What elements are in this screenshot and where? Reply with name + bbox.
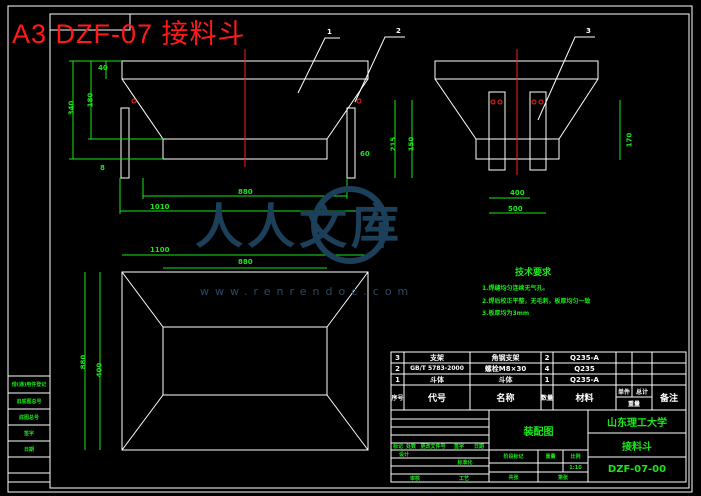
bom-name: 角钢支架: [491, 353, 520, 362]
school-name: 山东理工大学: [607, 418, 667, 429]
bom-header-material: 材料: [575, 394, 594, 404]
drawing-type: 装配图: [523, 426, 554, 438]
bom-qty: 4: [544, 364, 550, 373]
label-design: 设计: [398, 451, 409, 458]
title-block-grid: [390, 351, 687, 483]
part-name: 接料斗: [622, 441, 652, 453]
label-scale: 比例: [570, 454, 581, 460]
bom-qty: 2: [544, 353, 550, 362]
dim-depth: 880: [79, 354, 88, 370]
label-weight: 重量: [545, 454, 556, 460]
label-process: 工艺: [458, 475, 469, 482]
bom-code: 斗体: [430, 375, 444, 384]
watermark-logo: 人人文库: [195, 199, 404, 255]
dim-upper-height: 180: [86, 92, 95, 108]
bom-name: 螺栓M8×30: [484, 364, 527, 373]
dim-small: 150: [407, 136, 416, 152]
bom-code: GB/T 5783-2000: [410, 365, 464, 372]
label-standard: 标准化: [457, 459, 473, 466]
bom-code: 支架: [430, 353, 444, 362]
bom-no: 3: [395, 353, 400, 362]
bom-header-total: 总计: [635, 388, 648, 396]
tech-item-1: 1.焊缝均匀连续无气孔。: [482, 285, 549, 292]
bom-header-weight: 重量: [627, 401, 640, 408]
label-stage: 阶段标记: [503, 454, 524, 460]
dim-top-width: 1100: [150, 246, 170, 254]
dim-leg-offset: 60: [360, 150, 370, 158]
dim-bottom-width: 880: [238, 188, 253, 196]
label-review: 审核: [409, 475, 420, 482]
bom-material: Q235: [574, 364, 595, 373]
dim-top-inner: 880: [238, 258, 253, 266]
strip-borrowed: 借(通)用件登记: [11, 382, 47, 388]
bom-material: Q235-A: [570, 353, 599, 362]
drawing-number: DZF-07-00: [607, 464, 667, 475]
dimension-lines: [69, 60, 621, 450]
side-strip-grid: [7, 375, 51, 483]
tech-item-3: 3.板厚均为3mm: [482, 310, 530, 317]
drawing-title: A3 DZF-07 接料斗: [12, 19, 246, 49]
watermark-url: www.renrendoc.com: [200, 285, 415, 298]
dim-overall-height: 340: [67, 100, 76, 116]
bom-header-remark: 备注: [659, 394, 678, 404]
strip-drawing-no: 底图总号: [18, 414, 39, 421]
strip-old-drawing: 旧底图总号: [16, 398, 42, 405]
bom-header-name: 名称: [496, 394, 515, 404]
strip-date: 日期: [23, 446, 34, 453]
dim-top-thickness: 40: [98, 64, 108, 72]
scale-value: 1:10: [569, 464, 582, 471]
tech-item-2: 2.焊后校正平整，无毛刺，板厚均匀一致: [482, 298, 591, 305]
dim-side-width: 400: [510, 189, 525, 197]
label-count: 处数: [405, 444, 416, 450]
dim-inner-depth: 400: [95, 362, 104, 378]
bom-no: 2: [395, 364, 400, 373]
label-change-doc: 更改文件号: [420, 444, 446, 450]
bom-header-single: 单件: [617, 388, 630, 396]
label-sheets-total: 共张: [508, 474, 519, 481]
bom-material: Q235-A: [570, 375, 599, 384]
dim-overall-width: 1010: [150, 203, 170, 211]
label-sign: 签字: [453, 444, 464, 450]
label-date: 日期: [473, 444, 484, 450]
bom-qty: 1: [544, 375, 550, 384]
center-lines: [131, 49, 544, 175]
watermark-circle: [311, 186, 389, 264]
top-view: [121, 271, 369, 451]
bom-no: 1: [395, 375, 400, 384]
inner-border: [49, 13, 690, 489]
label-sheet-no: 第张: [557, 474, 568, 481]
label-mark: 标记: [392, 444, 403, 450]
dim-side-total: 500: [508, 205, 523, 213]
tech-requirements-title: 技术要求: [515, 268, 552, 278]
bom-header-no: 序号: [391, 395, 404, 402]
strip-sign: 签字: [23, 430, 34, 437]
code-box: [49, 13, 131, 31]
balloon-3: 3: [586, 27, 591, 35]
bom-header-qty: 数量: [541, 395, 554, 402]
dim-plate: 8: [100, 164, 105, 172]
bom-header-code: 代号: [427, 394, 446, 404]
bom-name: 斗体: [498, 375, 513, 384]
dim-side-height: 170: [625, 132, 634, 148]
dim-leg-height: 215: [389, 136, 398, 152]
balloon-1: 1: [327, 28, 332, 36]
outer-border: [7, 5, 693, 493]
balloon-2: 2: [396, 27, 401, 35]
